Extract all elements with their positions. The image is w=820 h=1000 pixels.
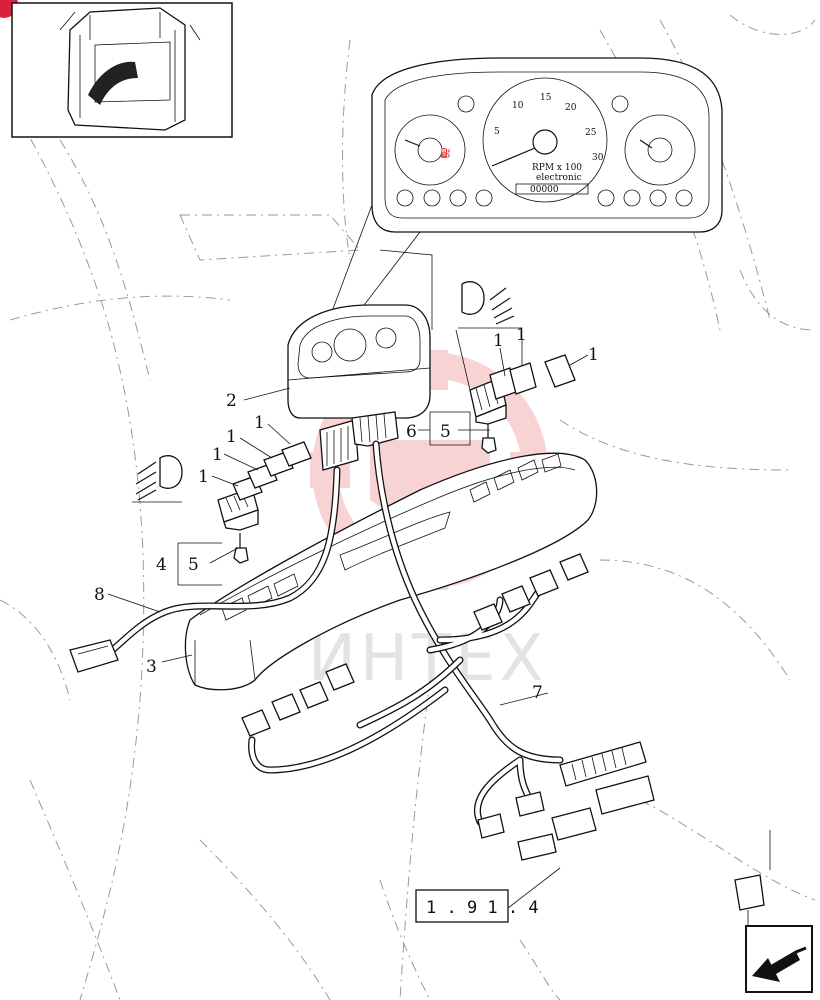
callout-1-left-c: 1 — [212, 445, 223, 465]
harness-8 — [106, 466, 341, 656]
plug-group-right — [473, 553, 589, 631]
headlight-icon-left — [132, 455, 183, 503]
side-console — [184, 452, 598, 691]
callout-1-right-c: 1 — [588, 345, 599, 365]
multi-pin-connector — [559, 741, 647, 787]
harness-8-plug — [69, 639, 119, 673]
callout-1-right-a: 1 — [493, 331, 504, 351]
tach-tick-20: 20 — [565, 103, 577, 113]
cab-thumbnail-icon — [59, 7, 201, 131]
tach-unit-sublabel: electronic — [536, 173, 582, 183]
bottom-plugs — [477, 775, 771, 930]
callout-4: 4 — [156, 555, 167, 575]
callout-1-left-d: 1 — [198, 467, 209, 487]
callout-2: 2 — [226, 391, 237, 411]
cluster-connector-right — [351, 411, 399, 447]
cluster-connector-left — [319, 419, 359, 471]
tach-tick-5: 5 — [494, 127, 500, 137]
callout-1-left-b: 1 — [226, 427, 237, 447]
callout-5-right: 5 — [440, 422, 451, 442]
plug-group-left — [241, 663, 355, 737]
hour-counter: 00000 — [530, 185, 559, 195]
callout-7: 7 — [532, 683, 543, 703]
tach-tick-30: 30 — [592, 153, 604, 163]
instrument-cluster — [287, 304, 431, 419]
fuel-gauge-icon: ⛽ — [440, 147, 451, 159]
next-page-arrow-icon[interactable] — [745, 925, 813, 993]
tach-tick-15: 15 — [540, 93, 552, 103]
reference-box-text: 1 . 9 1 . 4 — [426, 898, 539, 918]
tach-tick-25: 25 — [585, 128, 597, 138]
switch-left-clip — [233, 533, 249, 564]
switch-right-clip — [481, 424, 497, 454]
callout-3: 3 — [146, 657, 157, 677]
tach-tick-10: 10 — [512, 101, 524, 111]
lens-cover-left-4 — [281, 441, 312, 467]
leader-lines — [107, 329, 589, 909]
lens-cover-right-3 — [544, 354, 576, 388]
callout-1-right-b: 1 — [516, 325, 527, 345]
callout-1-left-a: 1 — [254, 413, 265, 433]
lens-cover-right-2 — [509, 362, 537, 395]
headlight-icon-right — [458, 281, 522, 329]
instrument-panel-detail: ⛽ 5 10 15 20 25 30 RPM x 100 electronic … — [371, 57, 723, 233]
callout-8: 8 — [94, 585, 105, 605]
callout-6: 6 — [406, 422, 417, 442]
callout-5-left: 5 — [188, 555, 199, 575]
reference-box[interactable] — [415, 889, 509, 923]
tach-unit-label: RPM x 100 — [532, 163, 582, 173]
